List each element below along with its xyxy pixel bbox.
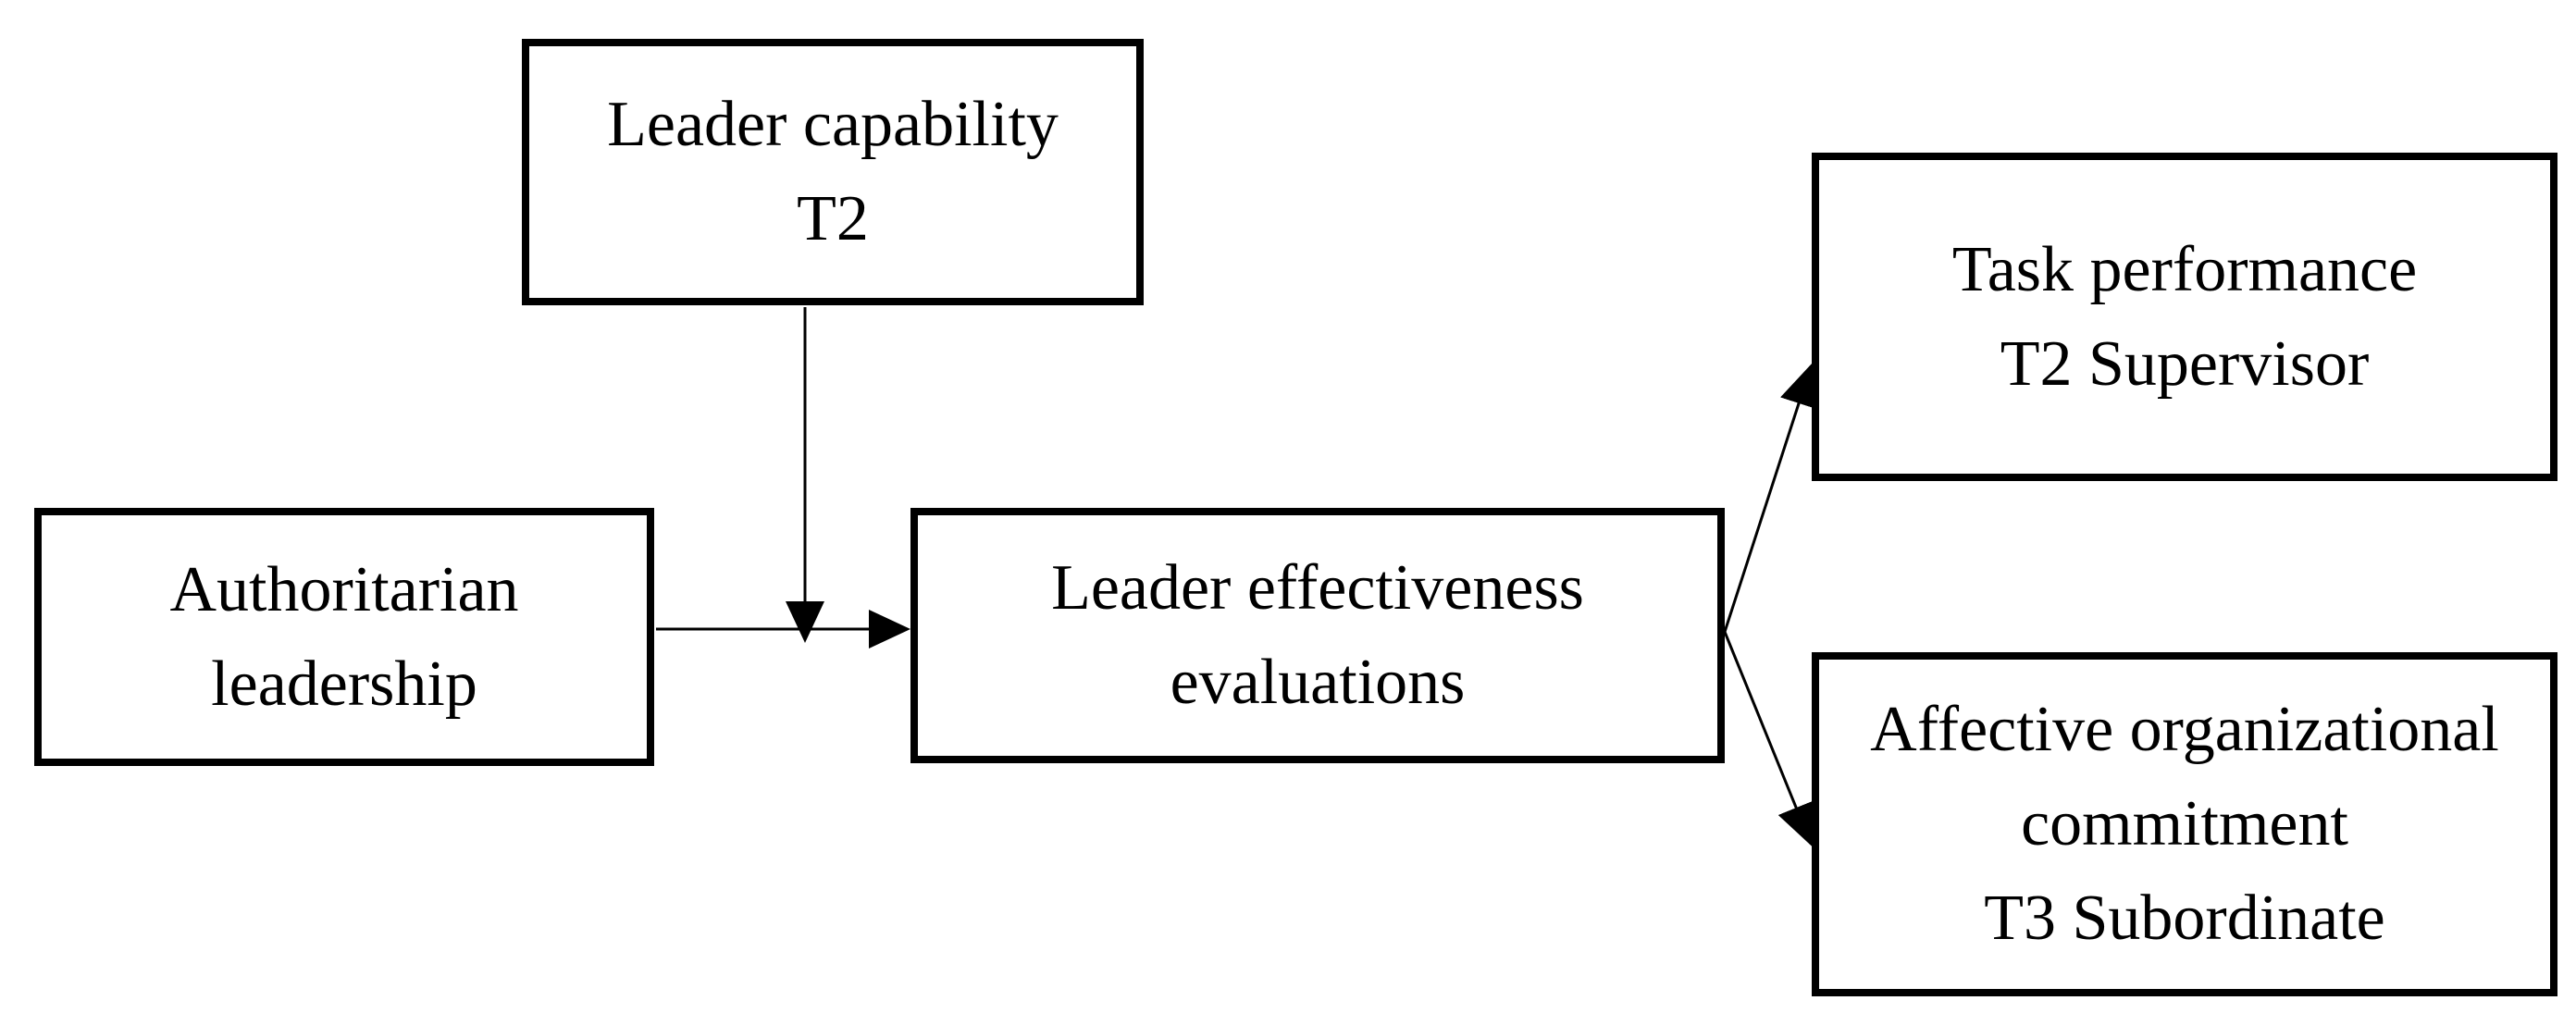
box-text-line: T2 Supervisor (2000, 327, 2370, 400)
box-text-line: commitment (2021, 788, 2348, 859)
box-text-line: T2 (797, 183, 869, 254)
box-text-line: leadership (211, 648, 477, 720)
box-task-performance: Task performance T2 Supervisor (1812, 153, 2557, 481)
box-affective-commitment: Affective organizational commitment T3 S… (1812, 652, 2557, 996)
commitment-arrow (1723, 631, 1814, 846)
box-leader-capability: Leader capability T2 (522, 39, 1144, 305)
box-text-line: Task performance (1951, 233, 2418, 305)
box-text-line: evaluations (1170, 647, 1466, 718)
box-text-line: T3 Subordinate (1984, 883, 2385, 954)
box-text-line: Affective organizational (1870, 694, 2499, 765)
box-text-line: Leader capability (607, 89, 1059, 160)
box-leader-effectiveness: Leader effectiveness evaluations (910, 508, 1725, 763)
box-text-line: Leader effectiveness (1051, 552, 1584, 624)
box-text-line: Authoritarian (169, 553, 519, 625)
box-authoritarian-leadership: Authoritarian leadership (34, 508, 654, 766)
task-performance-arrow (1723, 364, 1818, 633)
